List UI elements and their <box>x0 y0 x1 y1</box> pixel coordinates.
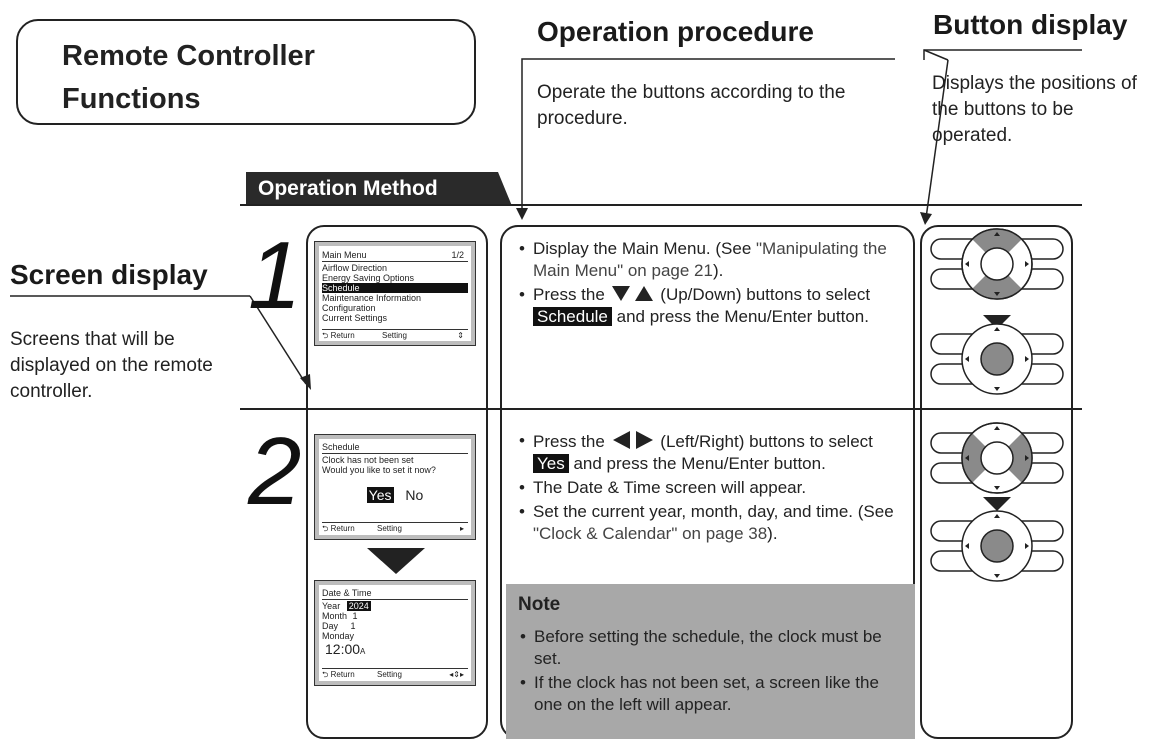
step2-bullet-3: Set the current year, month, day, and ti… <box>517 501 909 545</box>
page-title-line2: Functions <box>62 83 201 115</box>
no-option: No <box>405 487 424 503</box>
date-time-title: Date & Time <box>322 588 468 600</box>
button-display-description: Displays the positions of the buttons to… <box>932 73 1137 146</box>
operation-procedure-description: Operate the buttons according to the pro… <box>537 82 846 129</box>
month-label: Month <box>322 611 348 621</box>
up-down-buttons-icon <box>611 286 653 301</box>
schedule-screen-title: Schedule <box>322 442 468 454</box>
step-number-2: 2 <box>248 418 302 525</box>
schedule-line1: Clock has not been set <box>322 455 414 465</box>
main-menu-item: Maintenance Information <box>322 293 422 303</box>
year-value: 2024 <box>346 601 371 611</box>
footer-return: Return <box>330 670 355 679</box>
year-label: Year <box>322 601 341 611</box>
button-display-heading: Button display <box>933 9 1128 40</box>
operation-procedure-heading: Operation procedure <box>537 16 814 47</box>
left-right-arrow-icon: ◂⇕▸ <box>449 670 464 679</box>
footer-setting: Setting <box>377 670 402 679</box>
note-item-2: If the clock has not been set, a screen … <box>518 672 908 716</box>
remote-button-pad-icon <box>930 510 1064 582</box>
main-menu-page: 1/2 <box>451 250 464 260</box>
return-icon: ⮌ <box>322 670 329 679</box>
am-pm: A <box>360 647 366 656</box>
remote-button-pad-icon <box>930 323 1064 395</box>
step1-bullet-1: Display the Main Menu. (See "Manipulatin… <box>517 238 909 282</box>
footer-return: Return <box>330 524 355 533</box>
step1-instructions: Display the Main Menu. (See "Manipulatin… <box>517 238 909 330</box>
down-triangle-icon <box>983 315 1011 329</box>
screen-display-heading: Screen display <box>10 259 208 290</box>
note-box: Note Before setting the schedule, the cl… <box>506 584 915 739</box>
footer-setting: Setting <box>377 524 402 533</box>
footer-setting: Setting <box>382 331 407 340</box>
weekday: Monday <box>322 631 355 641</box>
button-panel <box>920 225 1073 739</box>
step2-bullet-2: The Date & Time screen will appear. <box>517 477 909 499</box>
yes-highlight: Yes <box>533 454 569 473</box>
main-menu-title: Main Menu <box>322 250 367 260</box>
time-value: 12:00 <box>325 641 361 657</box>
button-diagrams <box>930 228 1064 582</box>
main-menu-item: Energy Saving Options <box>322 273 415 283</box>
yes-option: Yes <box>366 487 394 503</box>
day-label: Day <box>322 621 339 631</box>
page-title-line1: Remote Controller <box>62 40 315 72</box>
month-value: 1 <box>352 611 358 621</box>
main-menu-screen: Main Menu 1/2 Airflow Direction Energy S… <box>314 241 476 346</box>
return-icon: ⮌ <box>322 331 329 340</box>
footer-return: Return <box>330 331 355 340</box>
step-number-1: 1 <box>248 222 302 329</box>
step1-bullet-2: Press the (Up/Down) buttons to select Sc… <box>517 284 909 328</box>
step2-instructions: Press the (Left/Right) buttons to select… <box>517 430 909 547</box>
schedule-highlight: Schedule <box>533 307 612 326</box>
schedule-line2: Would you like to set it now? <box>322 465 436 475</box>
remote-button-pad-icon <box>930 228 1064 300</box>
manipulating-main-menu-ref: "Manipulating the Main Menu" on page 21 <box>533 239 887 280</box>
up-down-arrow-icon: ⇕ <box>457 331 464 340</box>
clock-calendar-ref: "Clock & Calendar" on page 38 <box>533 524 768 543</box>
main-menu-item: Current Settings <box>322 313 388 323</box>
main-menu-item-selected: Schedule <box>322 283 468 293</box>
day-value: 1 <box>350 621 356 631</box>
screen-display-description: Screens that will be displayed on the re… <box>10 329 213 402</box>
note-item-1: Before setting the schedule, the clock m… <box>518 626 908 670</box>
date-time-screen: Date & Time Year 2024 Month 1 Day 1 Mond… <box>314 580 476 686</box>
schedule-screen: Schedule Clock has not been set Would yo… <box>314 434 476 540</box>
main-menu-item: Airflow Direction <box>322 263 388 273</box>
title-box <box>16 19 476 125</box>
down-triangle-icon <box>367 548 425 574</box>
main-menu-item: Configuration <box>322 303 376 313</box>
operation-method-tab: Operation Method <box>246 172 512 206</box>
remote-button-pad-icon <box>930 422 1064 494</box>
left-right-buttons-icon <box>612 431 653 449</box>
note-heading: Note <box>518 594 561 615</box>
return-icon: ⮌ <box>322 524 329 533</box>
down-triangle-icon <box>983 497 1011 511</box>
screen-panel <box>306 225 488 739</box>
step2-bullet-1: Press the (Left/Right) buttons to select… <box>517 430 909 475</box>
right-arrow-icon: ▸ <box>459 524 464 533</box>
